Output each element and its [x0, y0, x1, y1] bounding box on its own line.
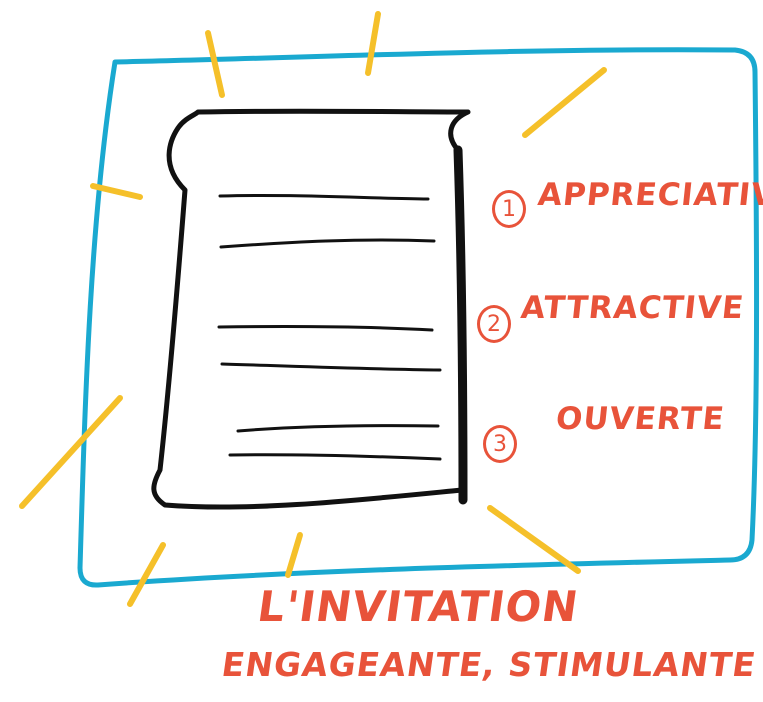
list-number: 2	[477, 305, 511, 343]
list-label: ATTRACTIVE	[519, 290, 747, 326]
list-number: 1	[492, 190, 526, 228]
frame	[77, 47, 760, 588]
list-label: APPRECIATIVE	[536, 177, 763, 213]
list-number: 3	[483, 425, 517, 463]
list-label: OUVERTE	[554, 401, 727, 437]
light-rays	[19, 11, 607, 607]
caption-title: L'INVITATION	[254, 582, 582, 631]
caption-subtitle: ENGAGEANTE, STIMULANTE	[219, 645, 759, 684]
document-icon	[151, 108, 471, 510]
